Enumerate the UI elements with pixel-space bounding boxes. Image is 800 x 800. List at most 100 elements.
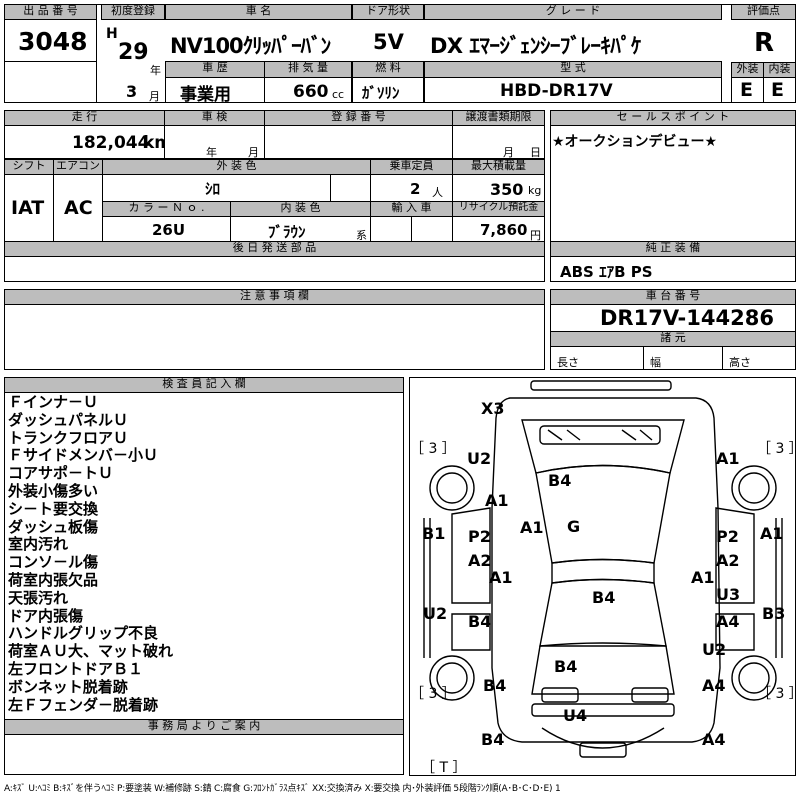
equipment-cell — [550, 256, 796, 282]
int-score-cell — [763, 77, 796, 103]
ext-score-header: 外装 — [731, 62, 764, 78]
damage-mark: A1 — [520, 518, 544, 537]
note-line: ボンネット脱着跡 — [8, 677, 128, 696]
damage-mark: P2 — [716, 527, 739, 546]
model-header: 型 式 — [424, 61, 722, 78]
note-line: コンソ－ル傷 — [8, 553, 99, 572]
damage-mark: ［ T ］ — [421, 760, 467, 776]
damage-mark: A1 — [691, 568, 715, 587]
chassis-value: DR17V-144286 — [600, 306, 774, 330]
grade-value: DX ｴﾏｰｼﾞｪﾝｼｰﾌﾞﾚｰｷﾊﾟｹ — [430, 34, 641, 58]
damage-mark: U2 — [423, 604, 448, 623]
grade-header: グ レ ー ド — [424, 4, 722, 20]
later-parts-header: 後 日 発 送 部 品 — [4, 241, 545, 257]
history-header: 車 歴 — [165, 61, 265, 78]
note-line: 荷室内張欠品 — [8, 570, 99, 589]
model-value: HBD-DR17V — [500, 81, 613, 101]
displacement-value: 660 — [293, 82, 329, 102]
ext-color-header: 外 装 色 — [102, 159, 371, 175]
sales-point-header: セ ー ル ス ポ イ ン ト — [550, 110, 796, 126]
note-line: ダッシュパネルＵ — [8, 410, 129, 429]
note-line: シ－ト要交換 — [8, 499, 99, 518]
history-value: 事業用 — [180, 85, 231, 105]
equipment-header: 純 正 装 備 — [550, 241, 796, 257]
inspector-cell — [4, 392, 404, 720]
damage-mark: G — [567, 517, 581, 536]
damage-mark: U4 — [563, 706, 588, 725]
max-load-value: 350 — [490, 180, 524, 199]
recycle-value: 7,860 — [480, 221, 528, 239]
damage-mark: A1 — [716, 449, 740, 468]
reg-no-header: 登 録 番 号 — [264, 110, 453, 126]
import-sub — [411, 216, 453, 242]
first-reg-era: H — [106, 26, 118, 42]
lot-header: 出 品 番 号 — [4, 4, 97, 20]
specs-width-label: 幅 — [650, 356, 661, 369]
transfer-cell — [452, 125, 545, 159]
aircon-cell — [53, 174, 103, 242]
car-name-header: 車 名 — [165, 4, 352, 20]
capacity-unit: 人 — [432, 186, 443, 199]
cautions-header: 注 意 事 項 欄 — [4, 289, 545, 305]
int-color-header: 内 装 色 — [230, 201, 371, 217]
inspection-month-unit: 月 — [248, 146, 259, 159]
sales-point-value: ★オークションデビュー★ — [552, 134, 718, 150]
shift-header: シフト — [4, 159, 54, 175]
inspection-header: 車 検 — [164, 110, 265, 126]
note-line: トランクフロアＵ — [8, 428, 129, 447]
recycle-cell — [452, 216, 545, 242]
damage-mark: A2 — [716, 551, 740, 570]
color-no-header: カ ラ ー Ｎ ｏ . — [102, 201, 231, 217]
damage-mark: U2 — [467, 449, 492, 468]
damage-mark: U3 — [716, 585, 741, 604]
lot-number: 3048 — [18, 27, 88, 56]
door-value: 5V — [373, 30, 404, 54]
legend: A:ｷｽﾞ U:ﾍｺﾐ B:ｷｽﾞを伴うﾍｺﾐ P:要塗装 W:補修跡 S:錆 … — [4, 784, 561, 794]
damage-mark: U2 — [702, 640, 727, 659]
inspector-header: 検 査 員 記 入 欄 — [4, 377, 404, 393]
note-line: 室内汚れ — [8, 535, 69, 554]
max-load-cell — [452, 174, 545, 202]
specs-height-label: 高さ — [729, 356, 751, 369]
damage-mark: A4 — [702, 676, 726, 695]
note-line: 天張汚れ — [8, 588, 69, 607]
int-color-unit: 系 — [356, 229, 367, 242]
ext-color-sub — [330, 174, 371, 202]
note-line: ハンドルグリップ不良 — [8, 624, 159, 643]
color-no-value: 26U — [152, 221, 186, 239]
first-reg-month: 3 — [126, 82, 138, 101]
mileage-value: 182,044 — [72, 133, 150, 153]
note-line: 左Ｆフェンダ－脱着跡 — [8, 695, 159, 714]
displacement-unit: cc — [332, 88, 345, 101]
note-line: Ｆサイドメンバ－小Ｕ — [8, 446, 159, 465]
recycle-unit: 円 — [530, 229, 541, 242]
first-reg-month-unit: 月 — [149, 90, 160, 103]
inspection-cell — [164, 125, 265, 159]
damage-mark: ［ 3 ］ — [410, 441, 456, 457]
fuel-header: 燃 料 — [352, 61, 424, 78]
aircon-value: AC — [64, 197, 93, 219]
door-header: ドア形状 — [352, 4, 424, 20]
first-reg-year-unit: 年 — [150, 64, 161, 77]
aircon-header: エアコン — [53, 159, 103, 175]
score-header: 評価点 — [731, 4, 796, 20]
damage-mark: ［ 3 ］ — [410, 686, 456, 702]
displacement-header: 排 気 量 — [264, 61, 352, 78]
damage-mark: B4 — [592, 588, 616, 607]
damage-mark: A4 — [716, 612, 740, 631]
int-score-header: 内装 — [763, 62, 796, 78]
transfer-day-unit: 日 — [530, 146, 541, 159]
damage-mark: ［ 3 ］ — [757, 441, 800, 457]
damage-mark: B4 — [548, 471, 572, 490]
note-line: ドア内張傷 — [8, 606, 84, 625]
reg-no-cell — [264, 125, 453, 159]
damage-mark: X3 — [481, 399, 505, 418]
note-line: ダッシュ板傷 — [8, 517, 99, 536]
damage-mark: B4 — [554, 657, 578, 676]
specs-width-cell — [643, 346, 723, 370]
capacity-value: 2 — [410, 180, 421, 198]
score-value: R — [754, 28, 775, 58]
damage-mark: B4 — [468, 612, 492, 631]
damage-mark: B4 — [481, 730, 505, 749]
shift-value: IAT — [11, 197, 45, 219]
